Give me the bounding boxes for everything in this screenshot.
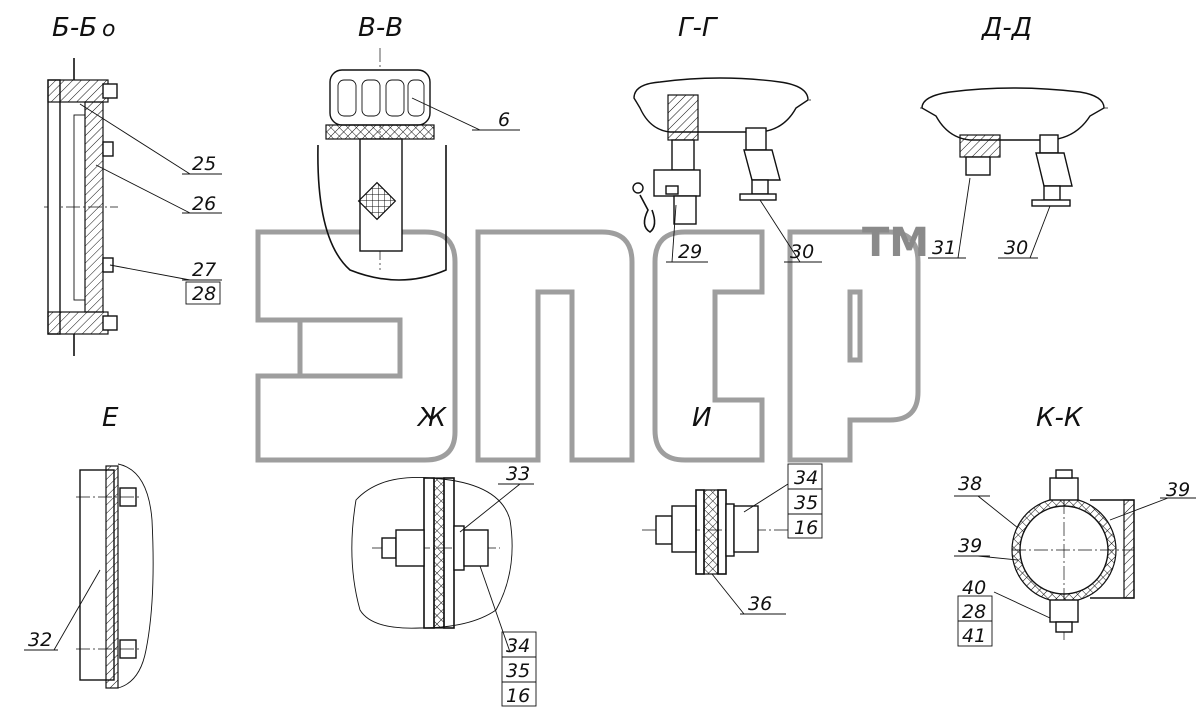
- view-i: И 34 35 16 36: [642, 403, 823, 615]
- callout-i-0: 34: [794, 467, 818, 489]
- view-kk: К-К 38 39 39 40 28 41: [954, 403, 1196, 647]
- callout-kk-3: 40: [962, 577, 986, 599]
- callout-bb-3: 28: [192, 283, 216, 305]
- callout-gg-1: 30: [790, 241, 814, 263]
- view-title-i: И: [692, 403, 711, 433]
- callout-gg-0: 29: [678, 241, 702, 263]
- callout-zh-3: 16: [506, 685, 530, 707]
- callout-kk-4: 28: [962, 601, 986, 623]
- callout-dd-0: 31: [932, 237, 956, 259]
- callout-bb-1: 26: [192, 193, 216, 215]
- callout-zh-1: 34: [506, 635, 530, 657]
- view-e: Е 32: [24, 403, 154, 689]
- callout-vv-0: 6: [498, 109, 510, 131]
- view-title-zh: Ж: [416, 403, 447, 433]
- view-title-e: Е: [102, 403, 119, 433]
- callout-e-0: 32: [28, 629, 52, 651]
- view-title-dd: Д-Д: [981, 13, 1032, 43]
- view-zh: Ж 33 34 35 16: [351, 403, 537, 707]
- callout-kk-5: 41: [962, 625, 986, 647]
- callout-zh-0: 33: [506, 463, 530, 485]
- view-title-gg: Г-Г: [678, 13, 719, 43]
- view-vv: В-В 6: [317, 13, 520, 281]
- callout-kk-0: 38: [958, 473, 982, 495]
- callout-kk-2: 39: [1166, 479, 1190, 501]
- view-bb: Б-Б о 25 26 27 28: [44, 13, 222, 356]
- callout-bb-0: 25: [192, 153, 216, 175]
- callout-i-1: 35: [794, 492, 818, 514]
- view-dd: Д-Д 31 30: [920, 13, 1108, 259]
- view-title-kk: К-К: [1036, 403, 1084, 433]
- callout-i-3: 36: [748, 593, 772, 615]
- watermark-logo: TM: [255, 220, 929, 463]
- callout-kk-1: 39: [958, 535, 982, 557]
- view-title-bb-suffix: о: [102, 17, 115, 42]
- watermark-tm: TM: [862, 220, 929, 266]
- view-title-bb: Б-Б: [52, 13, 97, 43]
- view-gg: Г-Г 29 30: [632, 13, 822, 263]
- view-title-vv: В-В: [358, 13, 403, 43]
- callout-bb-2: 27: [192, 259, 216, 281]
- callout-dd-1: 30: [1004, 237, 1028, 259]
- callout-i-2: 16: [794, 517, 818, 539]
- callout-zh-2: 35: [506, 660, 530, 682]
